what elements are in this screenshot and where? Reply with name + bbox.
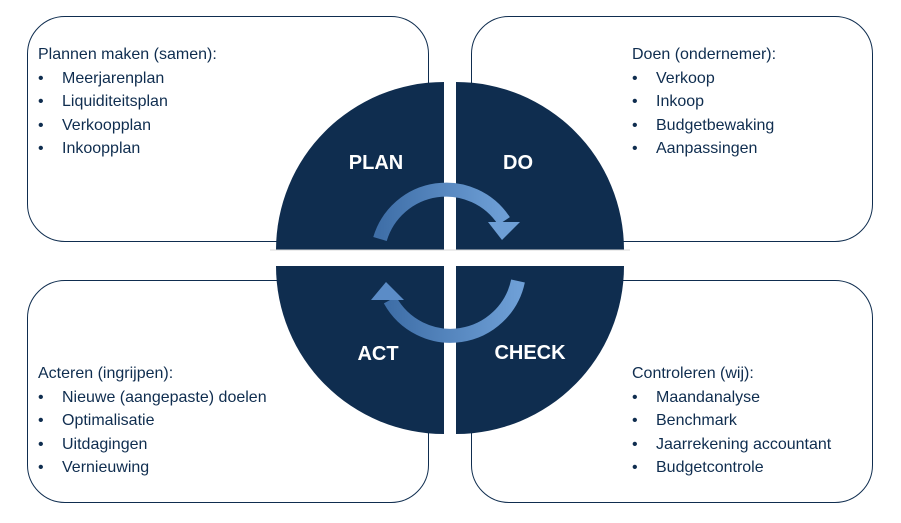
cycle-arrow-top-icon	[373, 182, 520, 242]
list-item: Aanpassingen	[632, 137, 776, 161]
plan-box-content: Plannen maken (samen): Meerjarenplan Liq…	[38, 43, 217, 161]
list-item: Verkoop	[632, 67, 776, 91]
act-box-content: Acteren (ingrijpen): Nieuwe (aangepaste)…	[38, 362, 267, 480]
act-label: ACT	[357, 343, 398, 365]
do-quadrant	[456, 82, 624, 250]
list-item: Inkoop	[632, 90, 776, 114]
do-box-content: Doen (ondernemer): Verkoop Inkoop Budget…	[632, 43, 776, 161]
check-box-heading: Controleren (wij):	[632, 365, 754, 382]
do-label: DO	[503, 152, 533, 174]
list-item: Nieuwe (aangepaste) doelen	[38, 386, 267, 410]
do-box-list: Verkoop Inkoop Budgetbewaking Aanpassing…	[632, 67, 776, 161]
plan-label: PLAN	[349, 152, 403, 174]
act-box-heading: Acteren (ingrijpen):	[38, 365, 174, 382]
list-item: Optimalisatie	[38, 409, 267, 433]
list-item: Maandanalyse	[632, 386, 831, 410]
act-box-list: Nieuwe (aangepaste) doelen Optimalisatie…	[38, 386, 267, 480]
plan-box-list: Meerjarenplan Liquiditeitsplan Verkooppl…	[38, 67, 217, 161]
list-item: Budgetbewaking	[632, 114, 776, 138]
list-item: Meerjarenplan	[38, 67, 217, 91]
list-item: Vernieuwing	[38, 456, 267, 480]
vertical-divider	[444, 76, 456, 440]
do-box-heading: Doen (ondernemer):	[632, 46, 777, 63]
check-box-list: Maandanalyse Benchmark Jaarrekening acco…	[632, 386, 831, 480]
list-item: Jaarrekening accountant	[632, 433, 831, 457]
check-label: CHECK	[494, 342, 566, 364]
list-item: Liquiditeitsplan	[38, 90, 217, 114]
list-item: Inkoopplan	[38, 137, 217, 161]
list-item: Uitdagingen	[38, 433, 267, 457]
plan-box-heading: Plannen maken (samen):	[38, 46, 217, 63]
check-box-content: Controleren (wij): Maandanalyse Benchmar…	[632, 362, 831, 480]
list-item: Budgetcontrole	[632, 456, 831, 480]
list-item: Verkoopplan	[38, 114, 217, 138]
cycle-arrow-bottom-icon	[371, 279, 525, 343]
list-item: Benchmark	[632, 409, 831, 433]
